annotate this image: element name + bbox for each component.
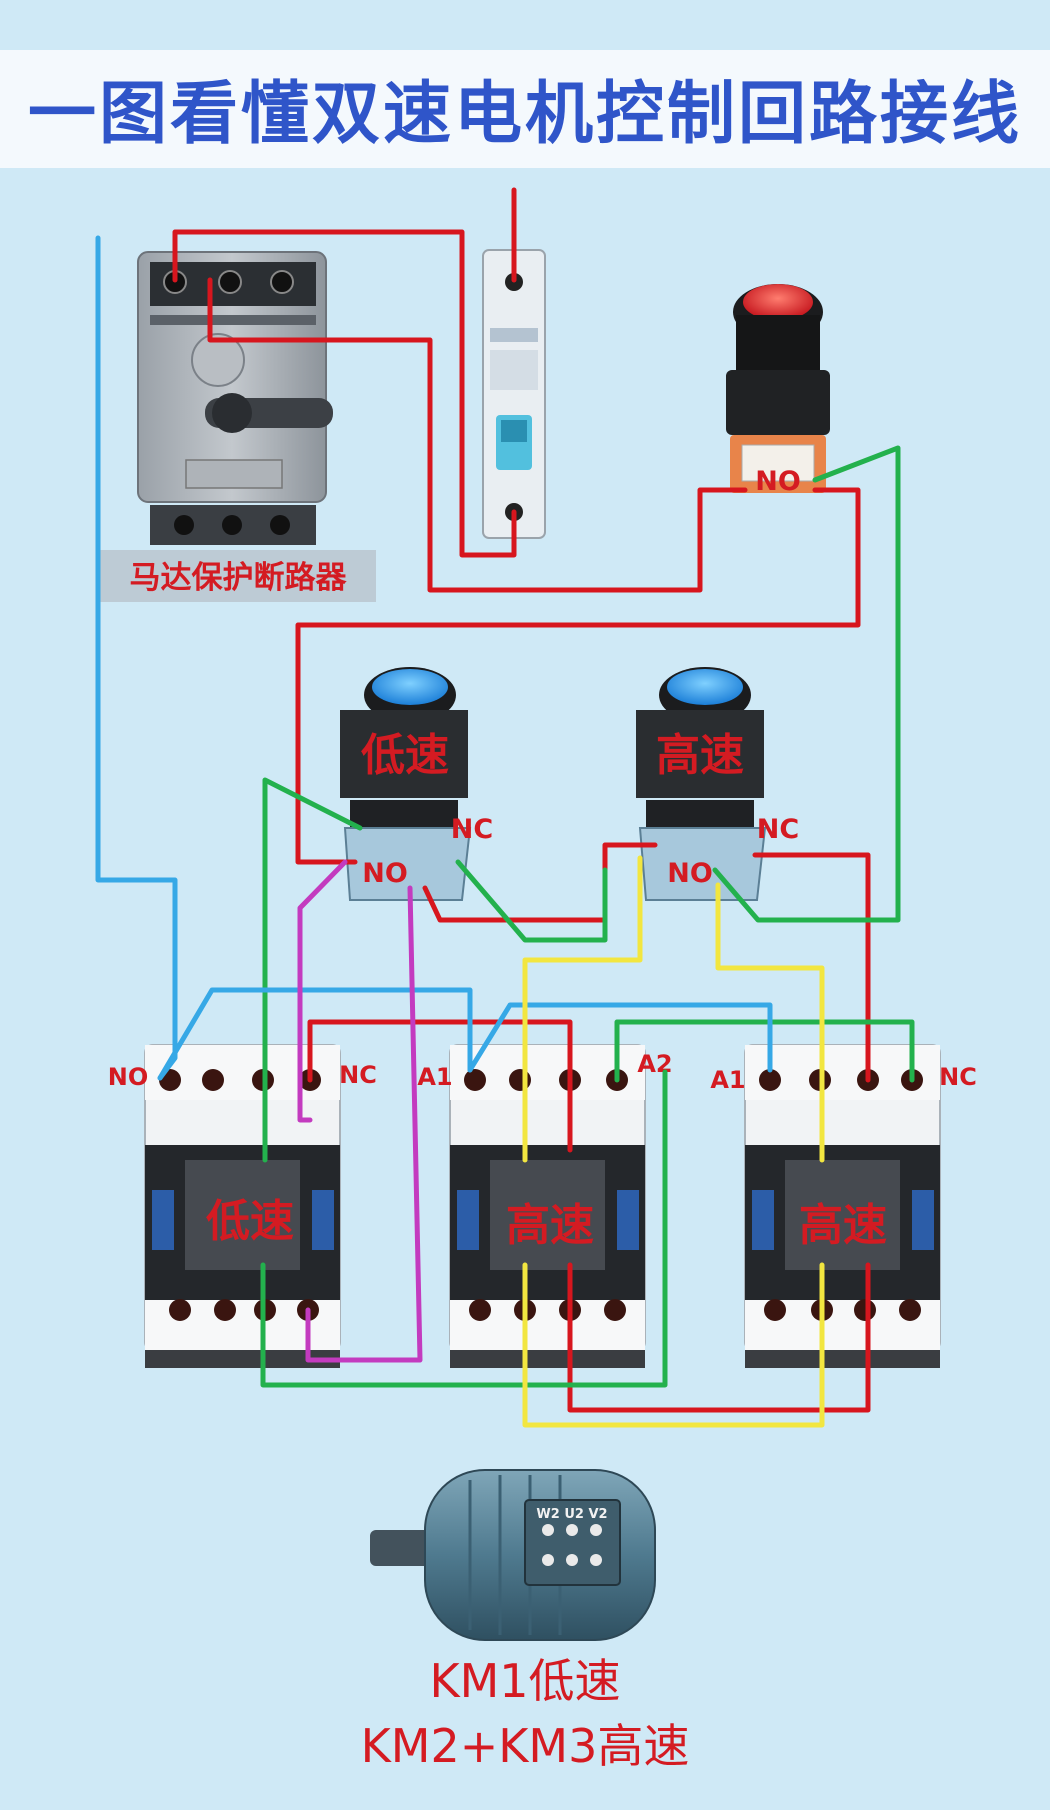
- footer-line-2: KM2+KM3高速: [360, 1719, 690, 1773]
- red-wire: [295, 487, 861, 865]
- yellow-wire: [522, 1262, 825, 1428]
- red-wire: [207, 277, 748, 593]
- contactor-km2: 高速 A1 A2: [417, 1044, 673, 1368]
- miniature-circuit-breaker: [482, 249, 546, 539]
- low-button-nc: NC: [451, 814, 493, 845]
- green-wire: [712, 445, 901, 923]
- km1-left-tag: NO: [108, 1063, 149, 1091]
- high-button-nc: NC: [757, 814, 799, 845]
- red-wire: [567, 1262, 871, 1413]
- green-wire: [262, 777, 363, 1163]
- magenta-wire: [297, 859, 348, 1123]
- control-wires: [95, 187, 915, 1428]
- high-speed-push-button: 高速 NC NO: [636, 667, 799, 901]
- footer-line-1: KM1低速: [429, 1654, 621, 1708]
- breaker-label: 马达保护断路器: [130, 560, 348, 596]
- low-speed-push-button: 低速 NC NO: [340, 667, 493, 901]
- blue-wire: [157, 987, 473, 1081]
- green-wire: [614, 1019, 915, 1083]
- km2-label: 高速: [506, 1200, 594, 1251]
- red-wire: [172, 229, 517, 558]
- contactor-km3: 高速 A1 NC: [710, 1044, 977, 1368]
- stop-push-button: NO: [726, 284, 830, 497]
- green-wire: [455, 859, 608, 943]
- contactor-km1: 低速 NO NC: [108, 1044, 377, 1368]
- low-button-no: NO: [362, 858, 408, 889]
- low-button-label: 低速: [361, 730, 449, 781]
- high-button-label: 高速: [656, 730, 744, 781]
- motor-terminal-label: W2 U2 V2: [536, 1507, 607, 1522]
- km2-left-tag: A1: [417, 1063, 452, 1091]
- motor: W2 U2 V2: [370, 1469, 656, 1641]
- km3-right-tag: NC: [939, 1063, 977, 1091]
- high-button-no: NO: [667, 858, 713, 889]
- red-wire: [307, 1019, 573, 1153]
- blue-wire: [467, 1002, 773, 1073]
- green-wire: [260, 1069, 668, 1388]
- magenta-wire: [305, 885, 423, 1363]
- stop-contact-label: NO: [755, 466, 801, 497]
- km1-right-tag: NC: [339, 1061, 377, 1089]
- km3-label: 高速: [799, 1200, 887, 1251]
- title-band: [0, 50, 1050, 168]
- red-wire: [752, 852, 871, 1083]
- motor-protection-breaker: 马达保护断路器: [100, 251, 376, 602]
- km3-left-tag: A1: [710, 1066, 745, 1094]
- page-title: 一图看懂双速电机控制回路接线: [27, 75, 1022, 154]
- yellow-wire: [522, 855, 643, 1163]
- yellow-wire: [715, 882, 825, 1163]
- km1-label: 低速: [206, 1196, 294, 1247]
